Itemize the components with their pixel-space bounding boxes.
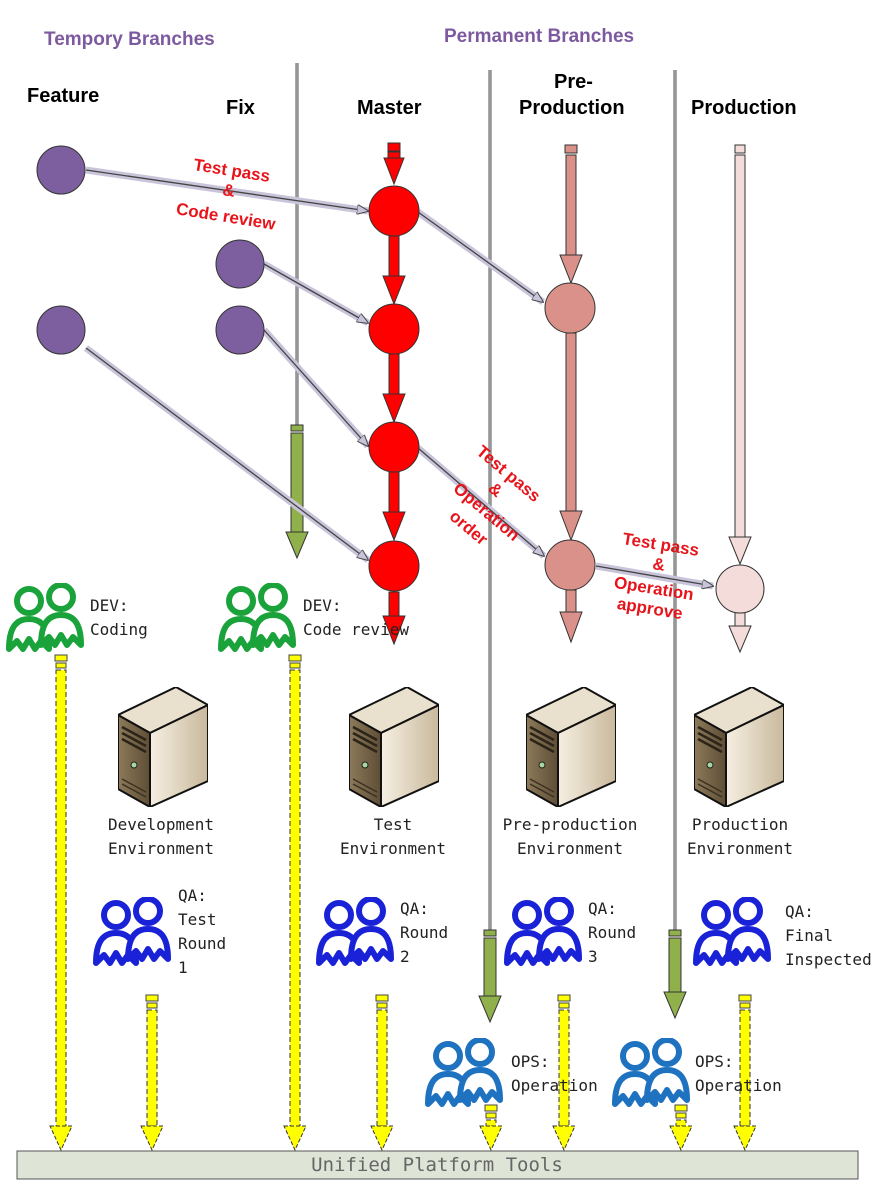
preproduction-server-icon [526, 687, 616, 807]
ops-1-label: OPS:Operation [511, 1052, 598, 1095]
preprod-commit-nodes [544, 282, 596, 591]
qa-final-person-pair-icon [696, 899, 768, 963]
master-commit-node [368, 421, 420, 473]
yellow-flow-arrow [552, 994, 576, 1152]
master-commit-node [368, 540, 420, 592]
yellow-flow-arrows [49, 654, 757, 1152]
fix-commit-node [215, 239, 265, 289]
fix-commit-node [215, 305, 265, 355]
master-commit-node [368, 303, 420, 355]
branch-label-feature: Feature [27, 85, 99, 107]
dev-review-label: DEV:Code review [303, 596, 409, 639]
annotation-line: Code review [175, 199, 278, 234]
dev-coding-label: DEV:Coding [90, 596, 148, 639]
dev-coding-person-pair-icon [9, 585, 81, 649]
annotation-line: & [221, 180, 236, 201]
unified-platform-tools-label: Unified Platform Tools [311, 1154, 563, 1176]
fix-green-arrow [285, 424, 309, 560]
branch-label-production: Production [691, 97, 797, 119]
unified-platform-tools-bar [16, 1150, 859, 1180]
feature-commit-node [36, 145, 86, 195]
yellow-flow-arrow [49, 654, 73, 1152]
yellow-flow-arrow [733, 994, 757, 1152]
branch-label-preproduction-line1: Pre- [554, 71, 593, 93]
feature-commit-nodes [36, 145, 265, 355]
branch-label-fix: Fix [226, 97, 255, 119]
merge-connectors [83, 166, 713, 586]
development-server-icon [118, 687, 208, 807]
yellow-flow-arrow [669, 1104, 693, 1152]
preprod-commit-node [544, 539, 596, 591]
category-temporary-branches: Tempory Branches [44, 29, 215, 50]
dev-review-person-pair-icon [221, 585, 293, 649]
prod-commit-node [715, 564, 765, 614]
yellow-flow-arrow [370, 994, 394, 1152]
ops-1-green-arrow [478, 929, 502, 1024]
branch-label-preproduction-line2: Production [519, 97, 625, 119]
feature-commit-node [36, 305, 86, 355]
test-server-icon [349, 687, 439, 807]
ops-2-person-pair-icon [615, 1040, 687, 1104]
qa-round2-person-pair-icon [319, 899, 391, 963]
annotation-line: & [651, 554, 666, 575]
yellow-flow-arrow [479, 1104, 503, 1152]
preprod-branch-line [559, 144, 583, 644]
master-commit-nodes [368, 185, 420, 592]
yellow-flow-arrow [283, 654, 307, 1152]
qa-round1-person-pair-icon [96, 899, 168, 963]
category-permanent-branches: Permanent Branches [444, 26, 634, 47]
annotation-line: & [485, 479, 507, 501]
ops-1-person-pair-icon [428, 1040, 500, 1104]
qa-round3-person-pair-icon [507, 899, 579, 963]
preprod-commit-node [544, 282, 596, 334]
ops-2-label: OPS:Operation [695, 1052, 782, 1095]
master-commit-node [368, 185, 420, 237]
ops-2-green-arrow [663, 929, 687, 1020]
yellow-flow-arrow [140, 994, 164, 1152]
production-server-icon [694, 687, 784, 807]
branch-label-master: Master [357, 97, 422, 119]
